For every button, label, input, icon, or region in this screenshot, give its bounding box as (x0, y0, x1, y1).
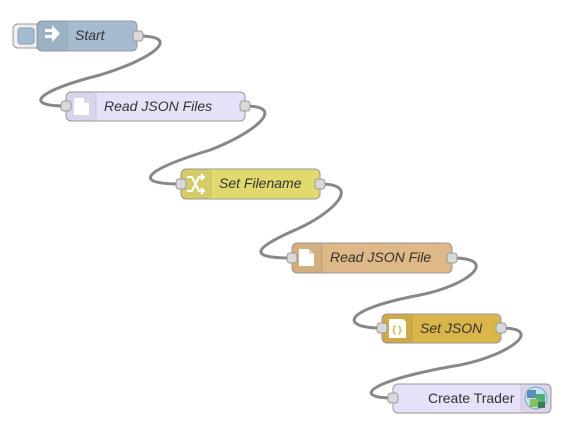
node-create-trader[interactable]: Create Trader (387, 383, 552, 414)
input-port[interactable] (286, 252, 298, 264)
shuffle-icon (187, 173, 206, 195)
svg-text:{}: {} (391, 325, 403, 336)
node-read-json-files[interactable]: Read JSON Files (60, 91, 251, 122)
json-braces-icon: {} (389, 319, 406, 338)
input-port[interactable] (60, 100, 72, 112)
inject-arrow-icon (45, 25, 60, 42)
node-label-set-json: Set JSON (420, 320, 483, 336)
node-set-json[interactable]: {} Set JSON (376, 313, 507, 344)
output-port[interactable] (239, 100, 251, 112)
node-start[interactable]: Start (12, 20, 144, 52)
node-label-create-trader: Create Trader (428, 390, 515, 406)
trader-icon (524, 386, 548, 410)
wire-read-json-file-to-set-json[interactable] (352, 256, 478, 330)
wire-set-filename-to-read-json-file[interactable] (259, 182, 343, 260)
input-port[interactable] (387, 392, 399, 404)
output-port[interactable] (446, 252, 458, 264)
output-port[interactable] (132, 30, 144, 42)
file-icon (74, 98, 89, 115)
wire-set-json-to-create-trader[interactable] (369, 326, 523, 400)
output-port[interactable] (495, 322, 507, 334)
input-port[interactable] (175, 178, 187, 190)
file-icon (299, 249, 314, 266)
wires (39, 34, 523, 400)
inject-button-inner[interactable] (17, 27, 35, 45)
node-label-start: Start (75, 27, 106, 43)
node-label-read-json-files: Read JSON Files (104, 98, 212, 114)
node-label-read-json-file: Read JSON File (330, 249, 431, 265)
output-port[interactable] (314, 178, 326, 190)
node-label-set-filename: Set Filename (219, 175, 302, 191)
node-read-json-file[interactable]: Read JSON File (286, 242, 458, 274)
node-set-filename[interactable]: Set Filename (175, 168, 326, 200)
wire-read-json-files-to-set-filename[interactable] (148, 104, 267, 186)
input-port[interactable] (376, 322, 388, 334)
wire-start-to-read-json-files[interactable] (39, 34, 162, 108)
